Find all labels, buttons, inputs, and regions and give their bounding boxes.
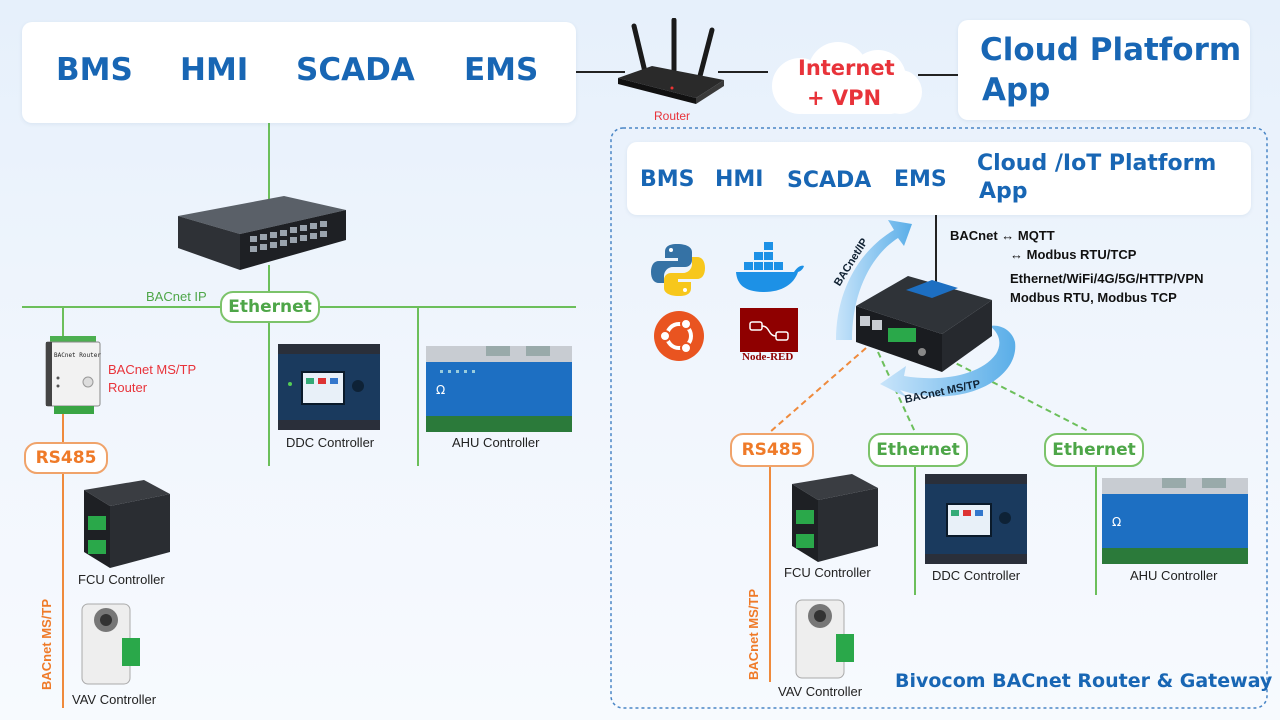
bacnet-mstp-router-label-1: BACnet MS/TP: [108, 362, 197, 377]
right-ddc-controller-device: [925, 474, 1027, 564]
router-icon: [612, 17, 730, 108]
svg-text:Ω: Ω: [436, 383, 445, 397]
left-vav-label: VAV Controller: [72, 692, 157, 707]
bacnet-mstp-router-label-2: Router: [108, 380, 148, 395]
node-red-icon: Node-RED: [740, 308, 798, 364]
right-app-label: App: [979, 179, 1028, 204]
right-hmi-label: HMI: [715, 167, 764, 192]
gateway-device-icon: [846, 272, 996, 376]
vpn-label: + VPN: [807, 86, 882, 110]
right-ahu-label: AHU Controller: [1130, 568, 1218, 583]
right-ethernet-pill-2: Ethernet: [1044, 433, 1144, 467]
left-ahu-label: AHU Controller: [452, 435, 540, 450]
right-ahu-controller-device: Ω: [1102, 478, 1248, 564]
left-rs485-pill: RS485: [24, 442, 108, 474]
top-left-systems-panel: BMS HMI SCADA EMS: [22, 22, 576, 123]
left-mstp-vertical-label: BACnet MS/TP: [39, 599, 54, 690]
bacnet-router-device: BACnet Router: [44, 336, 102, 414]
hmi-label: HMI: [180, 52, 249, 88]
bacnet-ip-label: BACnet IP: [146, 289, 207, 304]
docker-icon: [734, 238, 806, 294]
left-ddc-controller-device: [278, 344, 380, 430]
right-bms-label: BMS: [640, 167, 695, 192]
left-vav-controller-device: [78, 598, 146, 688]
ubuntu-icon: [653, 310, 705, 362]
bacnet-flow-arrows: [836, 220, 1016, 398]
right-cloud-iot-label: Cloud /IoT Platform: [977, 151, 1217, 176]
node-red-label: Node-RED: [742, 351, 794, 363]
right-mstp-vertical-label: BACnet MS/TP: [746, 589, 761, 680]
left-rs485-pill-text: RS485: [35, 448, 97, 468]
right-fcu-controller-device: [782, 474, 878, 562]
info-line-2: ↔ Modbus RTU/TCP: [1010, 247, 1137, 262]
left-ddc-label: DDC Controller: [286, 435, 375, 450]
bacnet-router-device-text: BACnet Router: [54, 352, 101, 359]
left-ahu-controller-device: Ω: [426, 346, 572, 432]
cloud-platform-title: Cloud Platform: [980, 32, 1242, 68]
svg-text:Ω: Ω: [1112, 515, 1121, 529]
python-icon: [650, 242, 706, 298]
router-label: Router: [654, 109, 691, 123]
ems-label: EMS: [464, 52, 539, 88]
left-ethernet-pill: Ethernet: [220, 291, 320, 323]
right-scada-label: SCADA: [787, 168, 872, 193]
right-ethernet-pill-2-text: Ethernet: [1052, 440, 1136, 460]
left-fcu-controller-device: [74, 480, 170, 568]
right-ethernet-pill-1-text: Ethernet: [876, 440, 960, 460]
left-ethernet-pill-text: Ethernet: [228, 297, 312, 317]
scada-label: SCADA: [296, 52, 415, 88]
gateway-footer-title: Bivocom BACnet Router & Gateway: [895, 670, 1273, 692]
left-fcu-label: FCU Controller: [78, 572, 165, 587]
right-ems-label: EMS: [894, 167, 947, 192]
right-systems-panel: BMS HMI SCADA EMS Cloud /IoT Platform Ap…: [627, 142, 1251, 215]
right-rs485-pill-text: RS485: [741, 440, 803, 460]
right-vav-label: VAV Controller: [778, 684, 863, 699]
info-line-4: Modbus RTU, Modbus TCP: [1010, 290, 1177, 305]
info-line-1: BACnet ↔ MQTT: [950, 228, 1055, 243]
info-line-3: Ethernet/WiFi/4G/5G/HTTP/VPN: [1010, 271, 1204, 286]
network-switch-icon: [174, 192, 350, 272]
bms-label: BMS: [56, 52, 133, 88]
right-rs485-pill: RS485: [730, 433, 814, 467]
right-ddc-label: DDC Controller: [932, 568, 1021, 583]
cloud-app-title: App: [982, 72, 1051, 108]
internet-label: Internet: [798, 56, 895, 80]
right-vav-controller-device: [792, 594, 860, 682]
right-fcu-label: FCU Controller: [784, 565, 871, 580]
cloud-platform-panel: Cloud Platform App: [958, 20, 1250, 120]
cloud-icon: [760, 40, 926, 120]
right-ethernet-pill-1: Ethernet: [868, 433, 968, 467]
